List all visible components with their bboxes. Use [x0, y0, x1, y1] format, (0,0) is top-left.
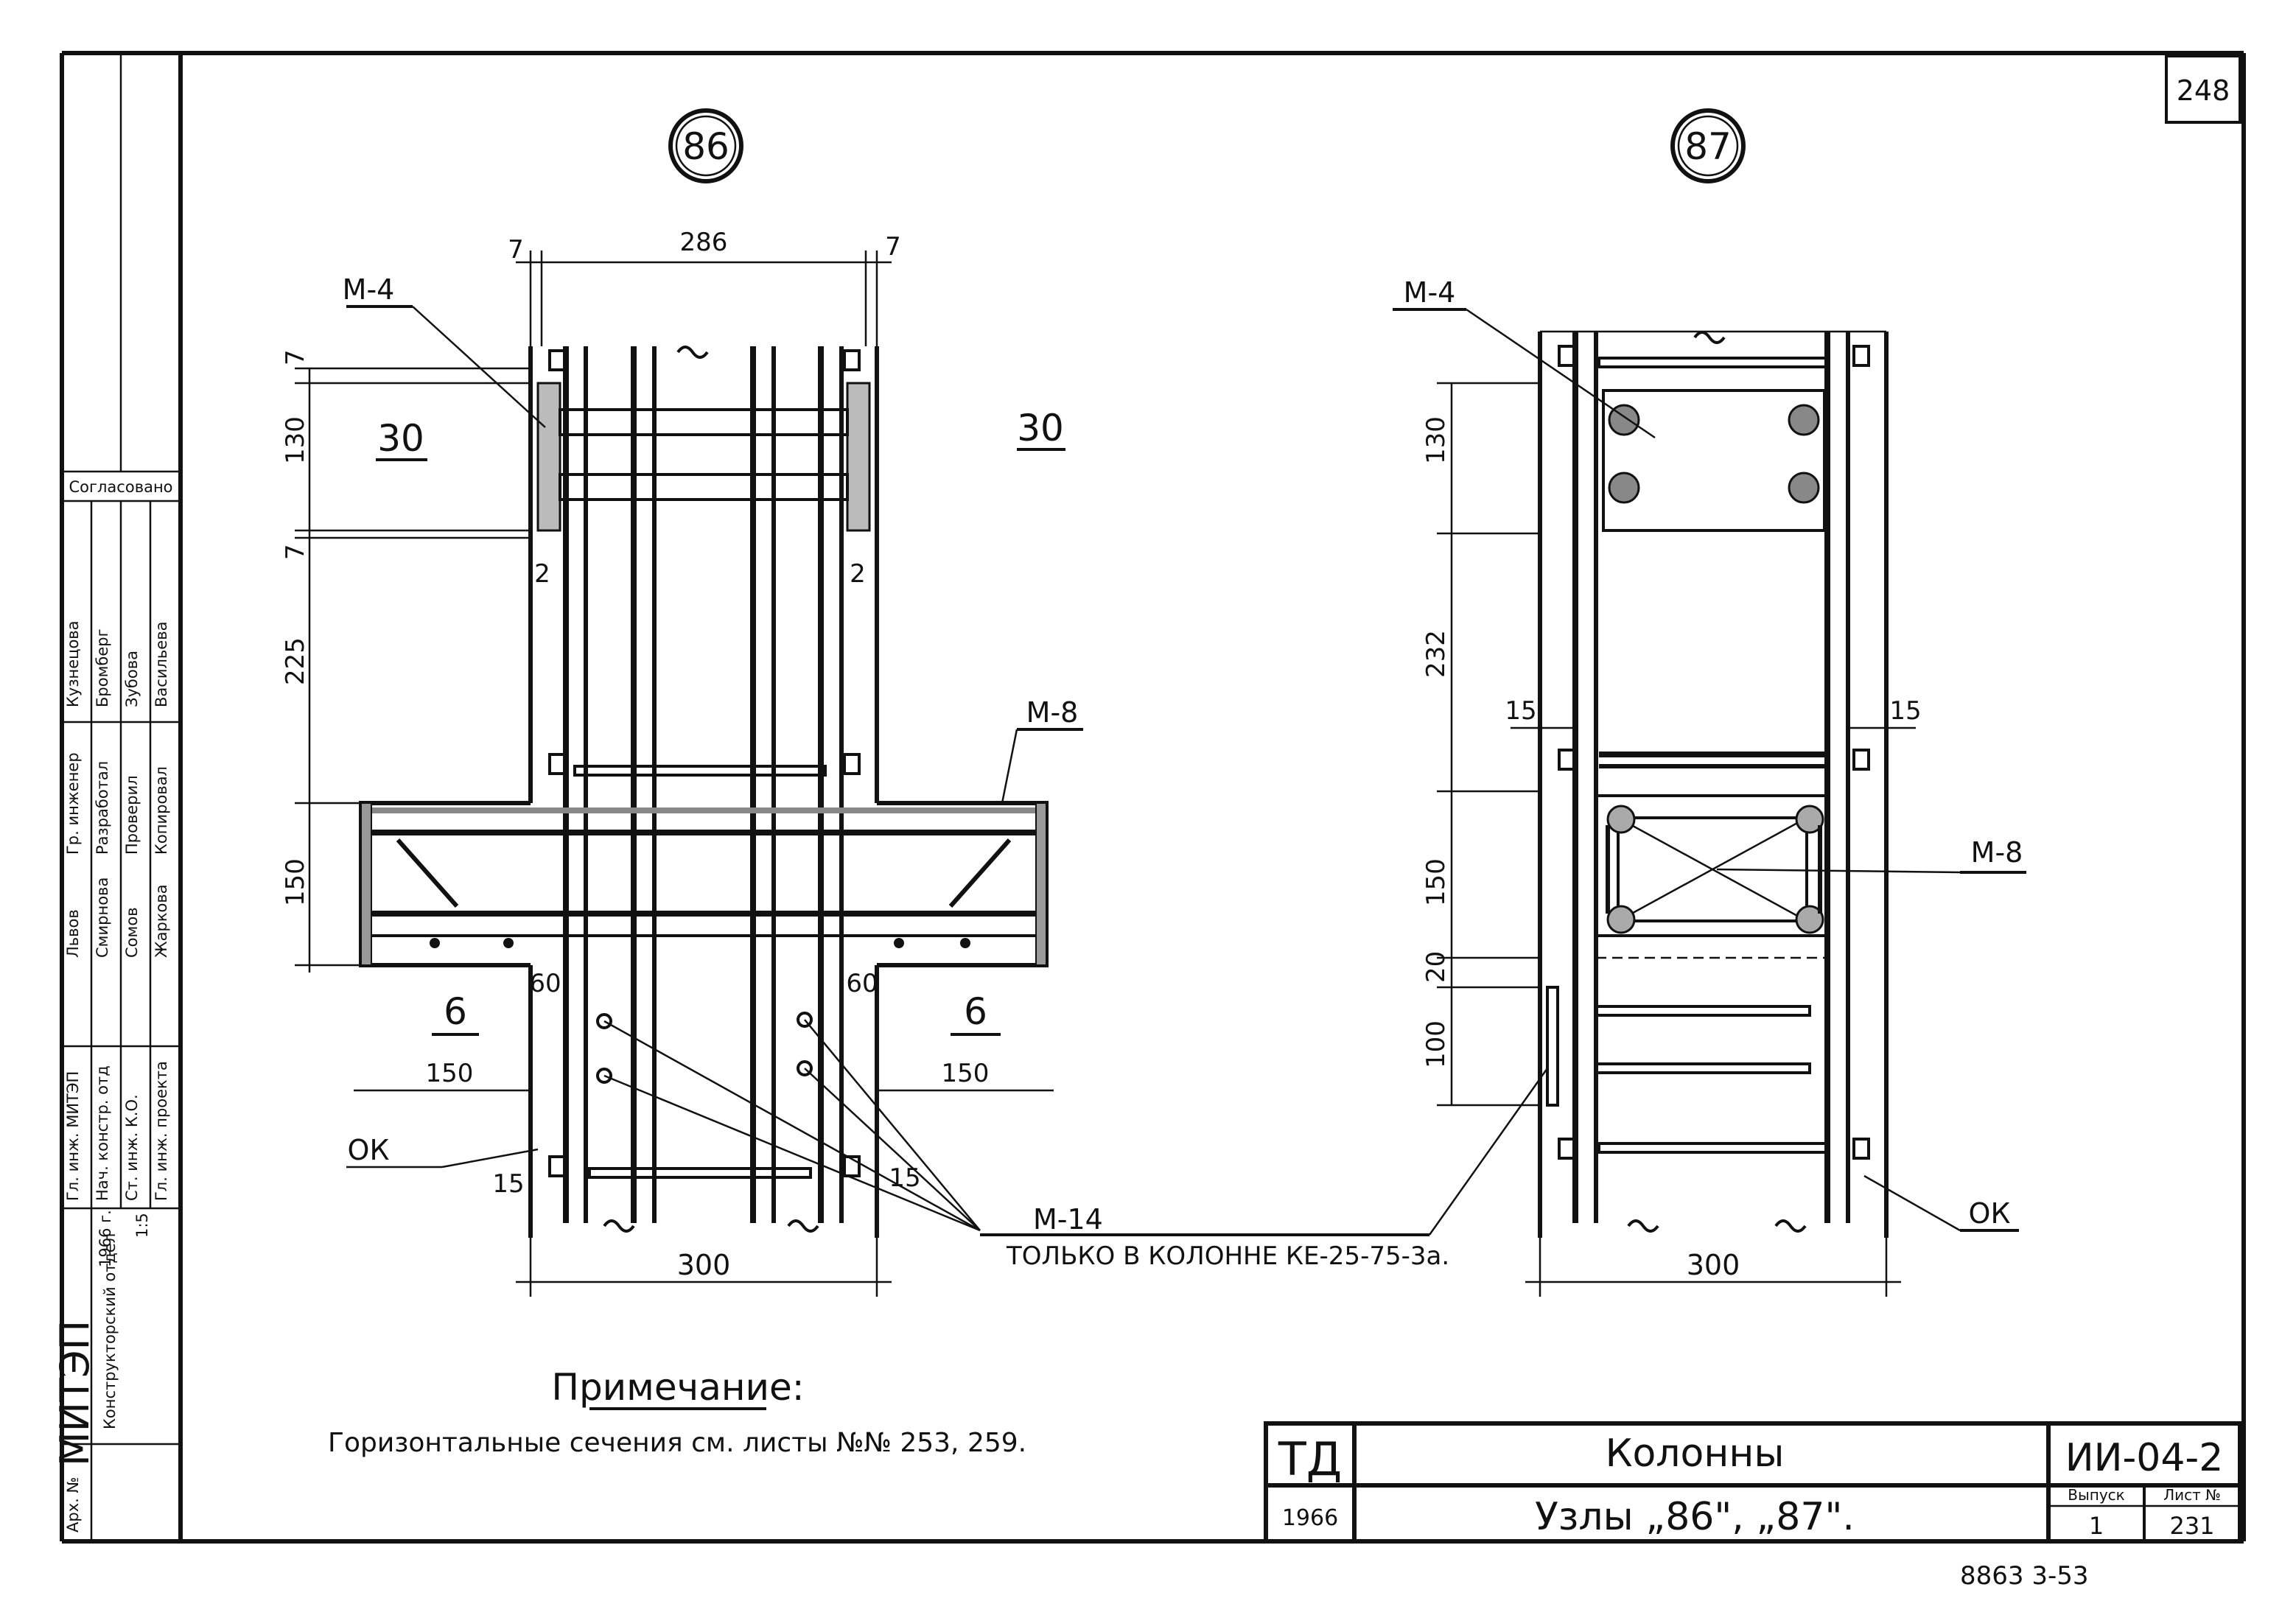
stamp-role2-3: Ст. инж. К.О.: [123, 1094, 141, 1201]
node-86-m4: [536, 349, 871, 532]
node-86-column: [528, 346, 879, 1238]
stamp-role2-1: Гл. инж. МИТЭП: [64, 1071, 82, 1201]
dim-86-150: 150: [281, 858, 310, 906]
stamp-date: 1966 г.: [97, 1210, 114, 1267]
stamp-person-4: Васильева: [153, 622, 170, 707]
stamp-person2-4: Жаркова: [153, 884, 170, 958]
tb-sheet-label: Лист №: [2163, 1486, 2221, 1504]
node-87-circle: [1670, 108, 1746, 183]
dim-86-225: 225: [281, 637, 310, 685]
node-87-number: 87: [1684, 125, 1732, 168]
label-86-m8: М-8: [1026, 696, 1079, 729]
node-86-slab: [359, 753, 1049, 967]
dim-86-gap-right: 2: [850, 559, 866, 589]
dim-86-150-right: 150: [942, 1059, 990, 1088]
tb-issue: 1: [2089, 1512, 2104, 1540]
node-86-circle: [668, 108, 743, 183]
stamp-org: МИТЭП: [52, 1320, 98, 1466]
remark: Примечание: Горизонтальные сечения см. л…: [328, 1366, 1026, 1458]
stamp-role-2: Разработал: [94, 761, 111, 855]
tb-org: ТД: [1278, 1432, 1342, 1486]
dim-87-232: 232: [1421, 630, 1451, 678]
tb-issue-label: Выпуск: [2068, 1486, 2125, 1504]
stamp-person-3: Зубова: [123, 651, 141, 707]
remark-text: Горизонтальные сечения см. листы №№ 253,…: [328, 1428, 1026, 1458]
dim-86-7-top: 7: [281, 349, 310, 365]
dim-87-130: 130: [1421, 416, 1451, 464]
dim-86-gap-left: 2: [534, 559, 550, 589]
dim-86-60-right: 60: [846, 969, 878, 998]
page-number: 248: [2177, 74, 2230, 107]
tb-title: Колонны: [1606, 1432, 1785, 1476]
dim-7-right: 7: [885, 232, 901, 262]
dim-86-15: 15: [492, 1169, 524, 1199]
dim-7-left: 7: [508, 235, 524, 265]
stamp-scale: 1:5: [133, 1213, 151, 1238]
side-stamp: Согласовано Кузнецова Бромберг Зубова Ва…: [52, 53, 181, 1541]
label-m14-note: ТОЛЬКО В КОЛОННЕ КЕ-25-75-3а.: [1006, 1241, 1449, 1271]
label-86-slab-left: 30: [377, 417, 424, 460]
node-86-lower: [548, 1012, 861, 1179]
node-86-labels: М-4 М-8 30 30 6 6 ОК: [343, 273, 1083, 1169]
stamp-person-2: Бромберг: [94, 628, 111, 707]
dim-286: 286: [680, 228, 728, 257]
dim-86-60-left: 60: [529, 969, 561, 998]
node-87: 87 М-4: [1393, 108, 2026, 1297]
dim-87-100: 100: [1421, 1020, 1451, 1068]
m14-callout: М-14 ТОЛЬКО В КОЛОННЕ КЕ-25-75-3а.: [603, 1019, 1549, 1271]
node-87-lower: ОК: [1546, 986, 2019, 1232]
label-m14: М-14: [1033, 1203, 1103, 1236]
tb-subtitle: Узлы „86", „87".: [1535, 1495, 1855, 1539]
tb-sheet-no: 231: [2169, 1512, 2214, 1540]
page-number-box: 248: [2165, 55, 2241, 124]
node-87-dims-bottom: 300: [1525, 1238, 1901, 1297]
title-block: ТД 1966 Колонны Узлы „86", „87". ИИ-04-2…: [1264, 1421, 2242, 1591]
node-86-dims-top: 286 7 7: [508, 228, 901, 346]
tb-bottom-stamp: 8863 3-53: [1960, 1561, 2089, 1591]
stamp-role2-2: Нач. констр. отд: [94, 1065, 111, 1201]
remark-title: Примечание:: [551, 1366, 804, 1409]
node-87-column: [1538, 330, 1889, 1238]
stamp-person2-1: Львов: [64, 909, 82, 958]
label-86-slab-right: 30: [1017, 407, 1064, 449]
stamp-sheet-tag: Арх. №: [64, 1477, 82, 1532]
label-87-m8: М-8: [1971, 836, 2023, 869]
node-86-dims-lower: 150 150 60 60 15 15 300: [354, 969, 1054, 1297]
label-86-wall-right: 6: [964, 990, 987, 1033]
dim-86-150-left: 150: [426, 1059, 474, 1088]
stamp-dept: Конструкторский отдел: [101, 1233, 119, 1429]
dim-87-20: 20: [1421, 951, 1451, 983]
stamp-role-1: Гр. инженер: [64, 752, 82, 855]
tb-code: ИИ-04-2: [2065, 1436, 2224, 1480]
dim-87-15-left: 15: [1505, 696, 1536, 726]
dim-87-150: 150: [1421, 858, 1451, 906]
stamp-role-4: Копировал: [153, 766, 170, 855]
node-86-dims-vertical: 7 130 7 225 150 2 2: [281, 349, 866, 973]
label-86-m4: М-4: [343, 273, 395, 306]
stamp-person2-3: Сомов: [123, 907, 141, 958]
dim-86-300: 300: [677, 1249, 731, 1281]
dim-87-300: 300: [1687, 1249, 1740, 1281]
node-87-m8: М-8: [1558, 749, 2026, 959]
label-87-ok: ОК: [1969, 1197, 2011, 1230]
stamp-person2-2: Смирнова: [94, 877, 111, 958]
dim-86-130: 130: [281, 416, 310, 464]
stamp-role-3: Проверил: [123, 775, 141, 855]
node-86-number: 86: [682, 125, 729, 168]
node-86: 86: [281, 108, 1083, 1297]
stamp-person-1: Кузнецова: [64, 620, 82, 707]
label-86-wall-left: 6: [444, 990, 467, 1033]
label-87-m4: М-4: [1404, 276, 1456, 309]
node-87-m4: М-4: [1393, 276, 1826, 532]
dim-86-7-mid: 7: [281, 544, 310, 560]
stamp-agreed: Согласовано: [69, 478, 172, 496]
stamp-role2-4: Гл. инж. проекта: [153, 1061, 170, 1201]
node-87-dims-vertical: 130 232 150 20 100 15 15: [1421, 382, 1922, 1107]
tb-year: 1966: [1282, 1505, 1338, 1531]
dim-87-15-right: 15: [1889, 696, 1921, 726]
label-86-ok: ОК: [348, 1134, 390, 1166]
